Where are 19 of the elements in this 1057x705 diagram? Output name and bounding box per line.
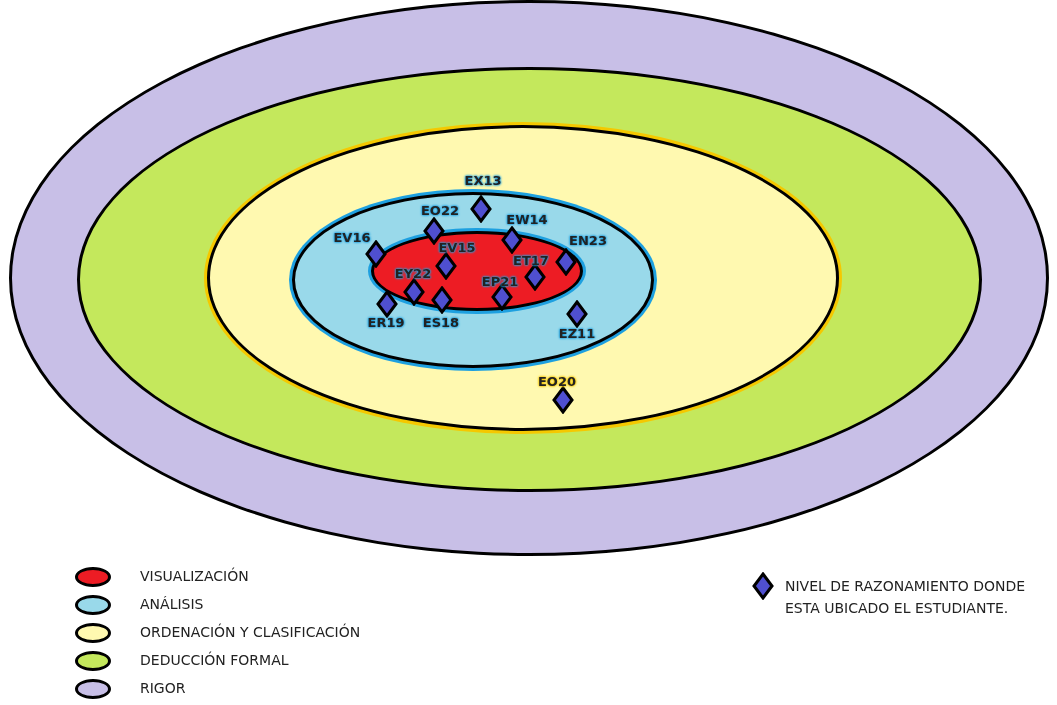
legend-label: NIVEL DE RAZONAMIENTO DONDE ESTA UBICADO EL ESTUDIANTE. <box>785 577 1027 618</box>
legend-label: VISUALIZACIÓN <box>140 568 249 584</box>
student-code: EX13 <box>464 174 502 188</box>
legend-label: DEDUCCIÓN FORMAL <box>140 652 289 668</box>
legend-label: RIGOR <box>140 680 186 696</box>
student-code: EO20 <box>538 375 576 389</box>
student-code: EV16 <box>333 231 371 245</box>
student-code: EZ11 <box>558 327 596 341</box>
student-code: EO22 <box>421 204 459 218</box>
student-code: EW14 <box>506 213 548 227</box>
student-code: ES18 <box>422 316 460 330</box>
student-code: ER19 <box>367 316 405 330</box>
student-code: EP21 <box>481 275 519 289</box>
legend-label: ORDENACIÓN Y CLASIFICACIÓN <box>140 624 361 640</box>
student-code: ET17 <box>513 254 549 268</box>
student-code: EY22 <box>394 267 432 281</box>
student-code: EN23 <box>569 234 607 248</box>
student-code: EV15 <box>438 241 476 255</box>
legend-label: ANÁLISIS <box>140 596 204 612</box>
